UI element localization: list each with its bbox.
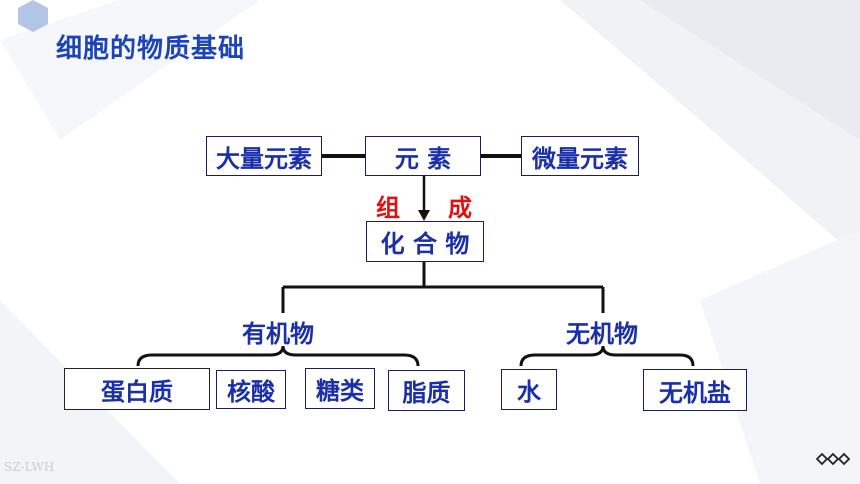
- water-box: 水: [501, 369, 557, 410]
- inorganic-salt-box: 无机盐: [643, 369, 747, 411]
- nucleic-acid-box: 核酸: [216, 370, 286, 409]
- hexagon-icon: [18, 0, 48, 32]
- arrow-label-right: 成: [448, 194, 472, 222]
- more-options-icon[interactable]: [816, 452, 850, 466]
- organic-label: 有机物: [242, 320, 314, 348]
- micro-elements-box: 微量元素: [521, 136, 639, 176]
- compound-box: 化 合 物: [366, 221, 484, 262]
- lipid-box: 脂质: [388, 370, 465, 411]
- page-title: 细胞的物质基础: [56, 34, 246, 64]
- watermark: SZ-LWH: [4, 460, 55, 474]
- protein-box: 蛋白质: [64, 368, 210, 410]
- elements-box: 元 素: [365, 136, 481, 176]
- macro-elements-box: 大量元素: [206, 136, 322, 176]
- inorganic-label: 无机物: [566, 320, 638, 348]
- arrow-label-left: 组: [376, 194, 400, 222]
- carbohydrate-box: 糖类: [305, 368, 375, 409]
